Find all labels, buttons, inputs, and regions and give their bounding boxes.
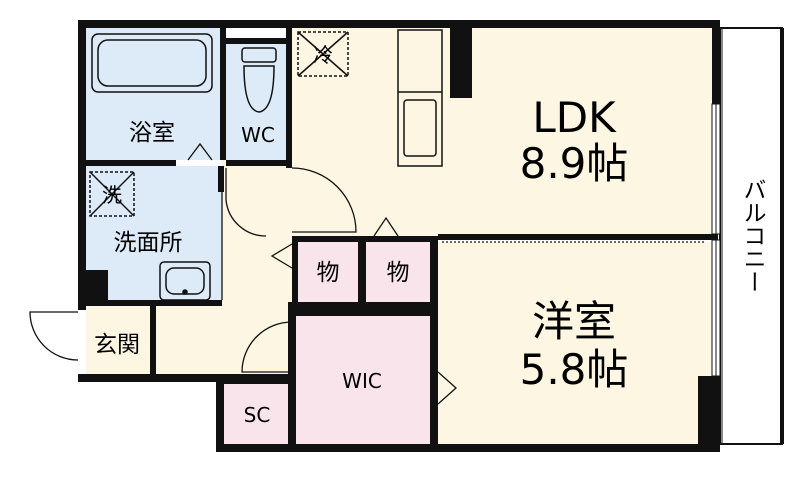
bathtub-inner xyxy=(97,39,207,87)
balcony-area xyxy=(719,27,783,445)
openings xyxy=(78,312,86,374)
washroom-label: 洗面所 xyxy=(114,230,183,256)
wic-floor xyxy=(296,316,430,444)
entrance-door-gap xyxy=(78,312,86,374)
washer-box xyxy=(89,171,135,217)
wall-storage-bottom xyxy=(292,302,438,316)
hall-door-arrow xyxy=(270,243,293,269)
column-kitchen xyxy=(450,28,472,98)
wic-label: WIC xyxy=(342,369,382,393)
bath-label: 浴室 xyxy=(129,120,175,146)
ldk-size: 8.9帖 xyxy=(520,139,629,188)
wall-bottom xyxy=(216,444,718,452)
wall-wc-right xyxy=(286,28,292,168)
wall-bath-bottom xyxy=(86,160,176,166)
storage-door-arrow xyxy=(373,216,399,237)
wc-door-swing xyxy=(225,168,267,237)
wall-sc-top xyxy=(222,374,292,384)
wall-storage-mid xyxy=(358,236,366,308)
balcony-label: バルコニー xyxy=(739,178,766,293)
room-fills xyxy=(86,28,712,444)
balcony xyxy=(719,27,784,445)
washer-label: 洗 xyxy=(102,183,122,207)
ldk-label: LDK xyxy=(532,93,617,142)
fridge-x2 xyxy=(297,31,349,77)
wall-ldk-western xyxy=(438,234,718,240)
wash-drain xyxy=(182,289,188,295)
wall-bath-wc xyxy=(220,28,226,160)
wc-floor xyxy=(226,44,292,160)
wall-entrance-bottom xyxy=(78,374,228,382)
western-size: 5.8帖 xyxy=(520,345,629,394)
entrance-label: 玄関 xyxy=(94,332,140,358)
ldk-floor xyxy=(292,28,712,236)
storage2-label: 物 xyxy=(387,260,410,286)
western-floor xyxy=(438,242,712,444)
western-label: 洋室 xyxy=(532,297,616,346)
washroom-floor xyxy=(86,166,222,304)
fridge-box xyxy=(297,31,349,77)
kitchen-counter xyxy=(397,29,443,167)
entrance-door-swing xyxy=(29,311,79,361)
fixtures xyxy=(89,29,443,301)
sc-door-swing xyxy=(241,321,293,373)
ldk-door-swing xyxy=(291,167,357,233)
wall-left-block xyxy=(78,270,108,304)
wic-door-arrow xyxy=(437,371,457,405)
wash-basin xyxy=(159,261,211,301)
wall-storage-right xyxy=(430,236,438,448)
wall-right-bottom xyxy=(698,376,720,452)
kitchen-sink xyxy=(403,99,437,157)
wall-entrance-right xyxy=(150,304,156,374)
wall-wc-top xyxy=(226,38,292,44)
washer-x2 xyxy=(89,171,135,217)
wc-label: WC xyxy=(241,123,275,147)
toilet-bowl xyxy=(243,65,275,113)
balcony-rail xyxy=(780,28,784,444)
bath-door-arrow xyxy=(187,142,213,161)
hall-floor xyxy=(222,160,292,378)
windows xyxy=(711,103,721,377)
wall-top xyxy=(78,20,718,28)
wall-left-lower xyxy=(216,374,224,452)
storage1-floor xyxy=(298,242,358,302)
wall-wc-bottom xyxy=(226,160,292,166)
fridge-label: 冷 xyxy=(313,43,333,67)
storage1-label: 物 xyxy=(317,260,340,286)
wall-storage-left xyxy=(292,236,298,308)
storage2-floor xyxy=(366,242,430,302)
wall-wash-right xyxy=(218,166,224,192)
bathtub xyxy=(91,33,213,93)
sc-label: SC xyxy=(244,403,271,427)
sc-floor xyxy=(222,384,292,444)
walls xyxy=(78,20,720,452)
wall-wash-bottom xyxy=(86,300,222,306)
wall-right-top xyxy=(712,20,720,104)
doors xyxy=(29,142,704,410)
wall-left-upper xyxy=(78,20,86,310)
toilet-tank xyxy=(241,47,277,63)
